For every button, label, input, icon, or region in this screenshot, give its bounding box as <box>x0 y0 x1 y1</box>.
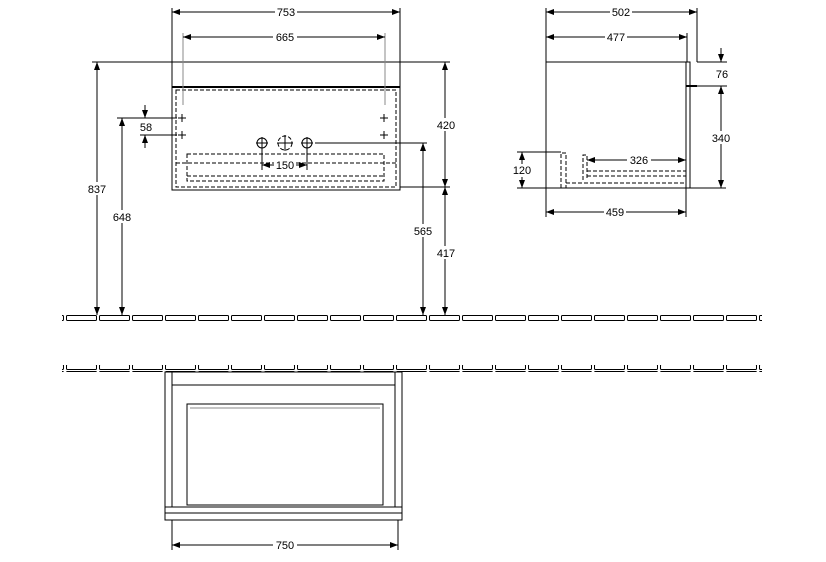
dim-326: 326 <box>630 155 648 167</box>
cabinet-outline <box>171 61 401 191</box>
dim-477: 477 <box>607 32 625 44</box>
dim-417: 417 <box>437 248 455 260</box>
side-outline <box>545 61 687 189</box>
floor-tiles <box>62 315 762 322</box>
dim-76: 76 <box>716 69 728 81</box>
top-view: 750 <box>62 365 762 552</box>
dim-459: 459 <box>606 207 624 219</box>
dim-502: 502 <box>612 7 630 19</box>
drawer-top <box>186 403 384 506</box>
tap-holes <box>256 135 313 151</box>
dim-665: 665 <box>276 32 294 44</box>
dim-120: 120 <box>513 165 531 177</box>
side-view: 502 477 76 340 120 326 459 <box>511 5 732 219</box>
front-view: 753 665 420 417 565 837 648 58 150 <box>62 5 762 322</box>
dim-753: 753 <box>277 7 295 19</box>
dim-58: 58 <box>140 122 152 134</box>
dim-648: 648 <box>113 212 131 224</box>
dim-750: 750 <box>276 540 294 552</box>
dim-565: 565 <box>414 226 432 238</box>
dim-340: 340 <box>712 133 730 145</box>
top-outline <box>164 371 403 521</box>
drawer-outline <box>186 153 385 182</box>
mounting-holes <box>178 114 388 139</box>
dim-837: 837 <box>88 184 106 196</box>
dim-420: 420 <box>437 120 455 132</box>
wall-tiles <box>62 365 762 372</box>
dim-150: 150 <box>276 160 294 172</box>
